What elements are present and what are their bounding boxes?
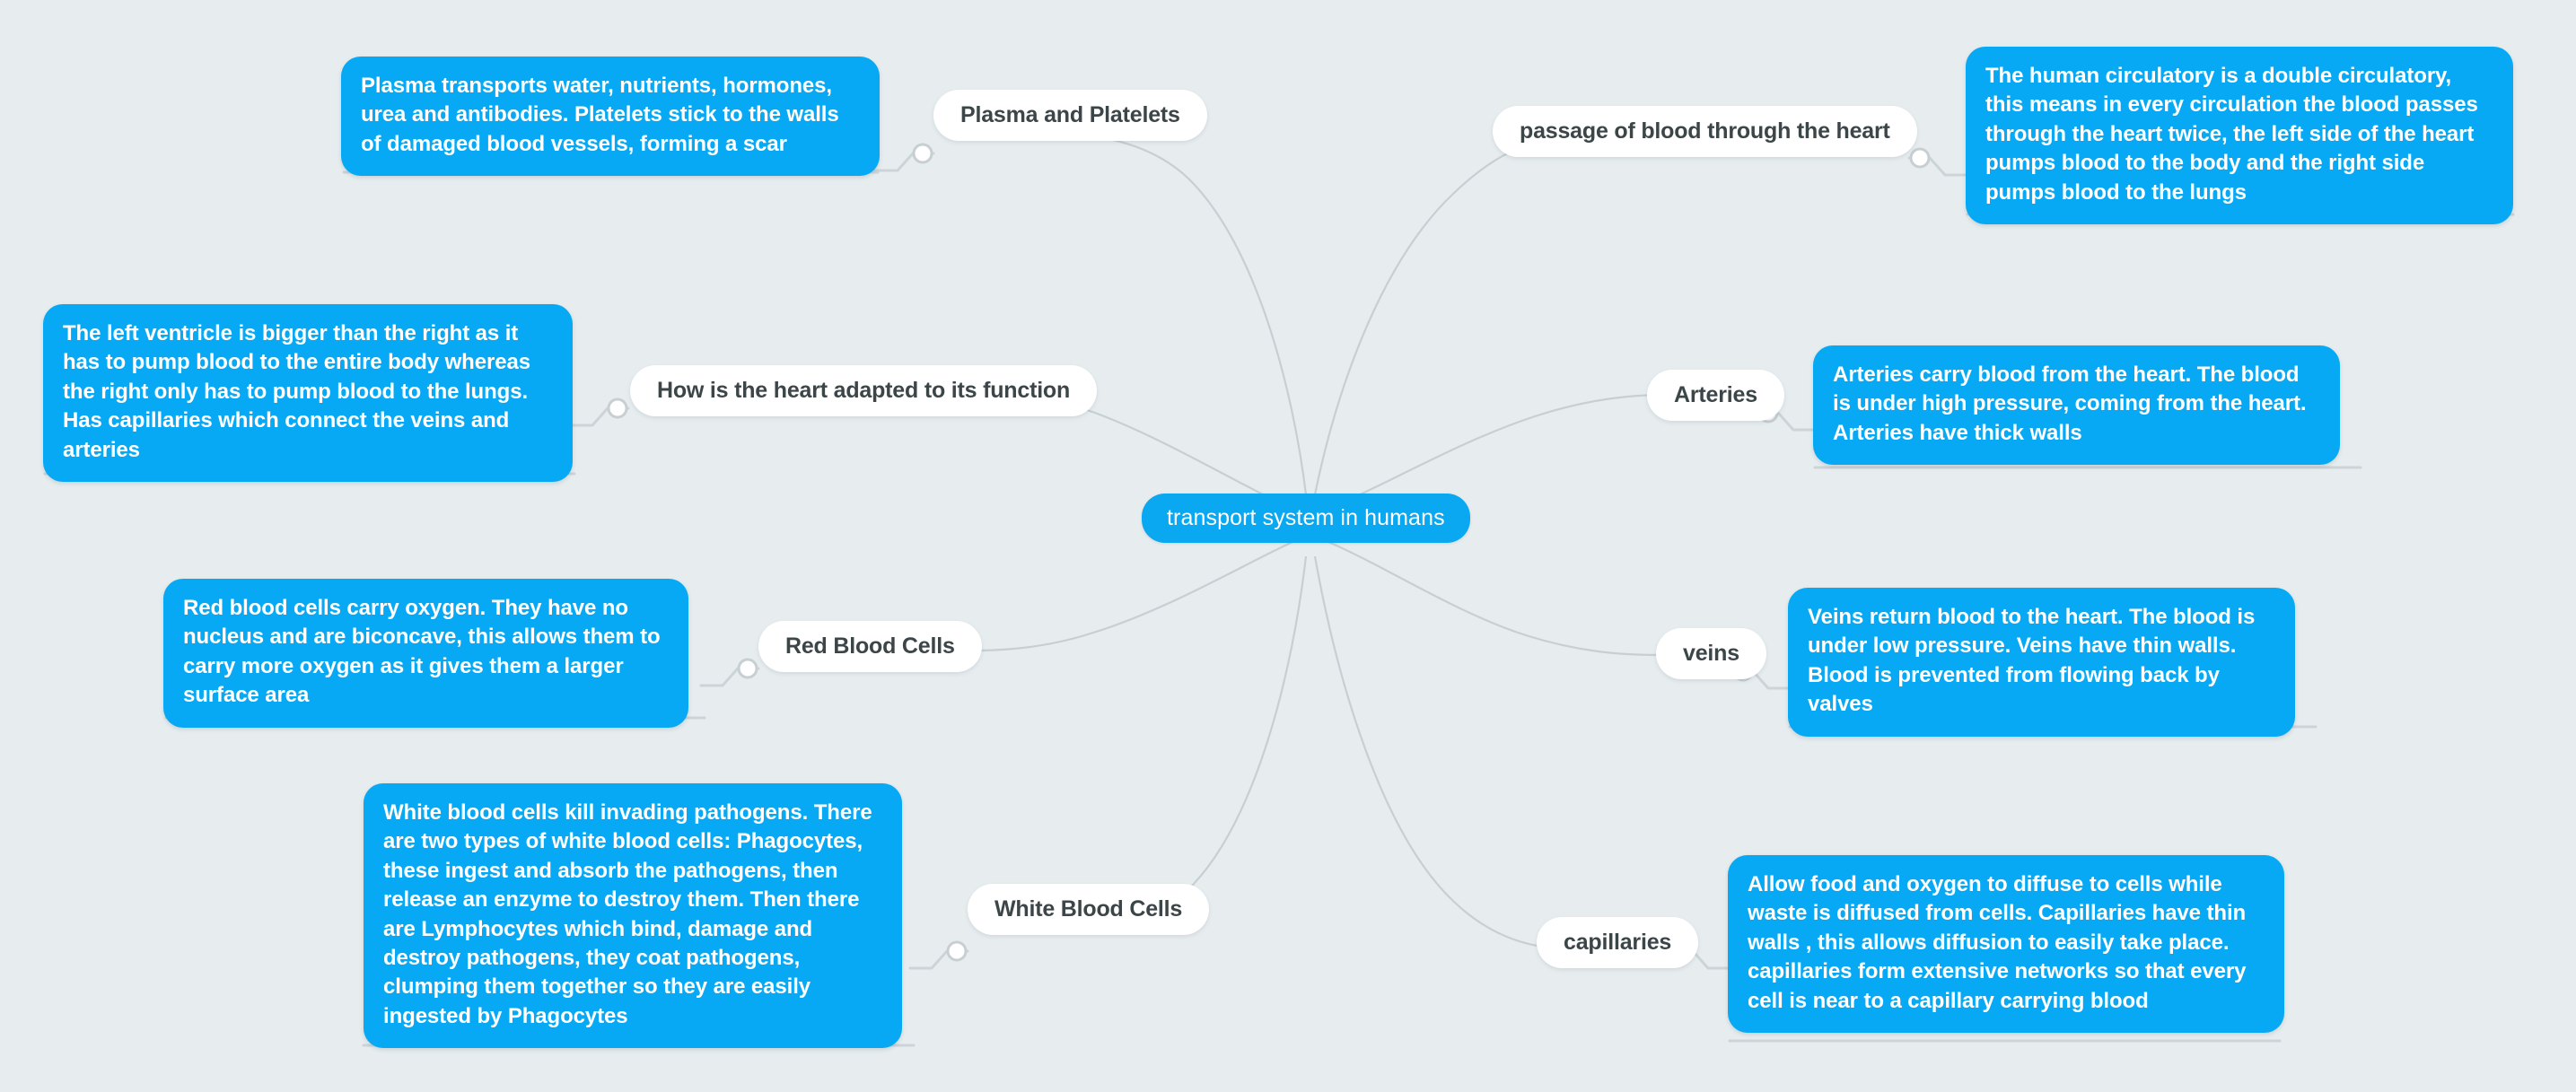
root-node-label: transport system in humans — [1167, 505, 1445, 530]
collapse-handle-plasma-and-platelets[interactable] — [912, 143, 933, 164]
topic-node-red-blood-cells[interactable]: Red Blood Cells — [758, 621, 982, 672]
detail-text: Red blood cells carry oxygen. They have … — [183, 596, 661, 708]
connector-how-is-the-heart-adapted-to-its-function — [569, 406, 630, 427]
topic-label: White Blood Cells — [994, 896, 1183, 922]
detail-text: The human circulatory is a double circul… — [1985, 64, 2478, 205]
topic-label: veins — [1683, 641, 1739, 666]
detail-box-capillaries[interactable]: Allow food and oxygen to diffuse to cell… — [1728, 855, 2284, 1033]
connector-passage-of-blood-through-the-heart — [1907, 156, 1969, 177]
topic-label: Plasma and Platelets — [960, 102, 1180, 127]
detail-box-red-blood-cells[interactable]: Red blood cells carry oxygen. They have … — [163, 579, 688, 728]
collapse-handle-how-is-the-heart-adapted-to-its-function[interactable] — [607, 397, 628, 419]
topic-node-arteries[interactable]: Arteries — [1647, 370, 1784, 421]
topic-label: How is the heart adapted to its function — [657, 378, 1071, 403]
collapse-handle-passage-of-blood-through-the-heart[interactable] — [1909, 147, 1931, 169]
detail-text: White blood cells kill invading pathogen… — [383, 800, 872, 1028]
topic-node-passage-of-blood-through-the-heart[interactable]: passage of blood through the heart — [1493, 106, 1917, 157]
detail-box-veins[interactable]: Veins return blood to the heart. The blo… — [1788, 588, 2295, 737]
detail-box-plasma-and-platelets[interactable]: Plasma transports water, nutrients, horm… — [341, 57, 880, 177]
edge-capillaries — [1313, 555, 1567, 951]
topic-node-how-is-the-heart-adapted-to-its-function[interactable]: How is the heart adapted to its function — [630, 365, 1098, 416]
detail-text: Veins return blood to the heart. The blo… — [1808, 605, 2256, 717]
detail-text: Plasma transports water, nutrients, horm… — [361, 74, 839, 156]
topic-label: passage of blood through the heart — [1520, 118, 1890, 144]
detail-text: Arteries carry blood from the heart. The… — [1833, 363, 2307, 445]
topic-node-white-blood-cells[interactable]: White Blood Cells — [968, 884, 1210, 935]
collapse-handle-white-blood-cells[interactable] — [946, 940, 968, 962]
topic-label: capillaries — [1564, 930, 1672, 955]
root-node[interactable]: transport system in humans — [1142, 494, 1470, 543]
topic-label: Arteries — [1674, 382, 1757, 407]
topic-node-plasma-and-platelets[interactable]: Plasma and Platelets — [933, 90, 1207, 141]
connector-red-blood-cells — [699, 667, 760, 687]
edge-arteries — [1327, 393, 1706, 511]
detail-text: The left ventricle is bigger than the ri… — [63, 321, 530, 462]
edge-passage-of-blood-through-the-heart — [1313, 135, 1563, 495]
detail-box-white-blood-cells[interactable]: White blood cells kill invading pathogen… — [364, 783, 902, 1049]
detail-box-passage-of-blood-through-the-heart[interactable]: The human circulatory is a double circul… — [1966, 47, 2513, 224]
edge-white-blood-cells — [1027, 555, 1308, 933]
topic-node-capillaries[interactable]: capillaries — [1537, 917, 1699, 968]
edge-plasma-and-platelets — [1060, 132, 1308, 495]
edge-veins — [1327, 540, 1670, 657]
collapse-handle-red-blood-cells[interactable] — [737, 658, 758, 679]
detail-box-how-is-the-heart-adapted-to-its-function[interactable]: The left ventricle is bigger than the ri… — [43, 304, 573, 482]
connector-plasma-and-platelets — [873, 152, 935, 172]
detail-text: Allow food and oxygen to diffuse to cell… — [1748, 872, 2247, 1013]
topic-node-veins[interactable]: veins — [1656, 628, 1766, 679]
connector-white-blood-cells — [908, 949, 969, 970]
topic-label: Red Blood Cells — [785, 633, 955, 659]
detail-box-arteries[interactable]: Arteries carry blood from the heart. The… — [1813, 345, 2340, 466]
